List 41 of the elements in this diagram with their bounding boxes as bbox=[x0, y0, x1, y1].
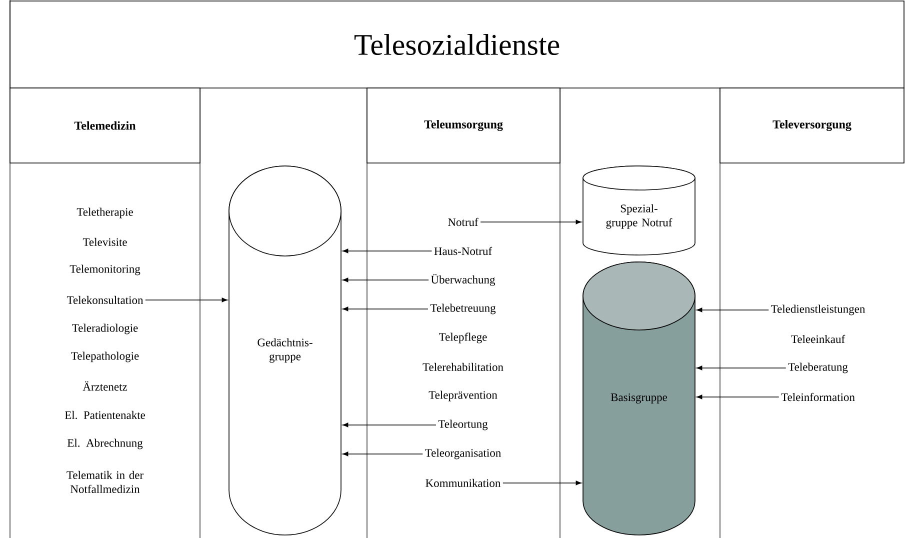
arrow bbox=[342, 452, 424, 456]
service-label: Telematik in der Notfallmedizin bbox=[66, 470, 144, 494]
service-label: Teleinformation bbox=[781, 392, 855, 402]
column-header: Televersorgung bbox=[720, 88, 904, 164]
service-label: Teletherapie bbox=[76, 208, 133, 218]
service-label: Notruf bbox=[448, 218, 478, 226]
service-label: Ärztenetz bbox=[82, 381, 128, 391]
service-label: Telepflege bbox=[439, 332, 487, 344]
service-label: Teleorganisation bbox=[425, 448, 501, 460]
arrow bbox=[502, 480, 582, 486]
service-label: Telebetreuung bbox=[430, 304, 496, 314]
arrow bbox=[342, 422, 436, 428]
arrow bbox=[342, 278, 429, 282]
service-label: El. Patientenakte bbox=[64, 410, 146, 420]
service-label: Teleortung bbox=[438, 420, 488, 430]
arrow bbox=[696, 394, 780, 400]
service-label: Teleeinkauf bbox=[791, 334, 846, 344]
arrow bbox=[480, 220, 582, 224]
service-label: Telekonsultation bbox=[66, 296, 144, 304]
group-cylinder: Spezial- gruppe Notruf bbox=[582, 166, 696, 256]
service-label: Überwachung bbox=[431, 274, 496, 286]
service-label: Kommunikation bbox=[426, 478, 501, 488]
arrow bbox=[342, 248, 432, 254]
arrow bbox=[696, 366, 786, 370]
arrow bbox=[342, 306, 428, 312]
column-header: Teleumsorgung bbox=[366, 88, 560, 164]
service-label: Telemonitoring bbox=[70, 264, 140, 276]
arrow bbox=[696, 308, 770, 312]
group-cylinder: Gedächtnis- gruppe bbox=[228, 166, 342, 536]
service-label: Haus-Notruf bbox=[434, 246, 492, 256]
service-label: Teleprävention bbox=[428, 390, 498, 402]
service-label: Teleberatung bbox=[788, 362, 848, 374]
service-label: Telepathologie bbox=[71, 352, 139, 362]
service-label: Telerehabilitation bbox=[422, 362, 504, 372]
service-label: Televisite bbox=[82, 238, 127, 246]
service-label: Teledienstleistungen bbox=[771, 304, 866, 316]
group-cylinder: Basisgruppe bbox=[582, 262, 696, 536]
column-header: Telemedizin bbox=[10, 88, 200, 164]
service-label: Teleradiologie bbox=[72, 324, 138, 334]
arrow bbox=[145, 298, 228, 302]
service-label: El. Abrechnung bbox=[68, 438, 143, 450]
